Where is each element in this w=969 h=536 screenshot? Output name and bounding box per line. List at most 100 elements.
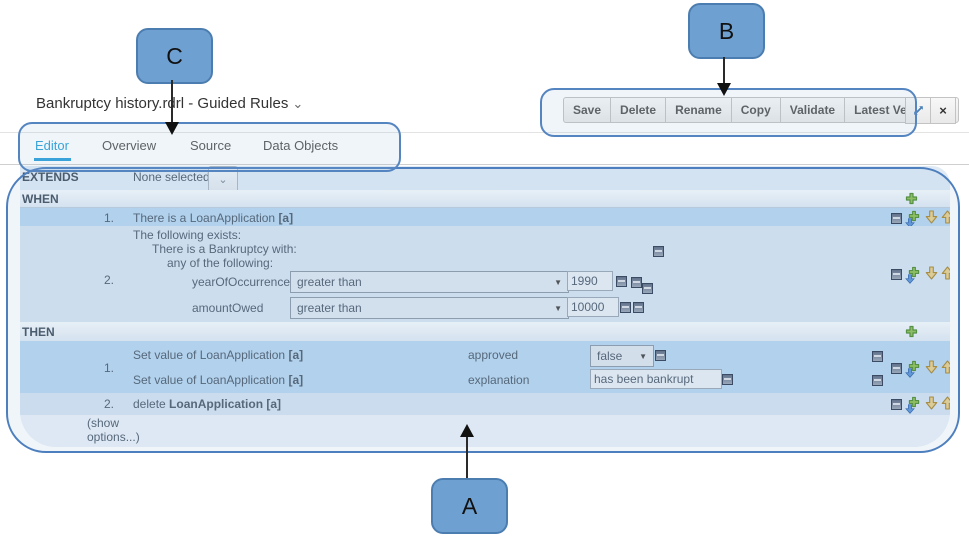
move-up-icon[interactable]	[941, 396, 950, 410]
move-down-icon[interactable]	[925, 210, 938, 224]
callout-c: C	[136, 28, 213, 84]
chevron-down-icon: ⌄	[218, 174, 228, 186]
copy-button[interactable]: Copy	[730, 97, 781, 123]
select-arrow-icon: ▼	[554, 303, 562, 313]
pattern-text: There is a LoanApplication [a]	[133, 211, 294, 225]
pattern-line: There is a Bankruptcy with:	[152, 242, 297, 256]
remove-row-icon[interactable]	[891, 213, 902, 224]
field-label: yearOfOccurrence	[192, 275, 291, 289]
remove-action-icon[interactable]	[872, 351, 883, 362]
extends-label: EXTENDS	[22, 170, 79, 184]
field-label: explanation	[468, 373, 530, 387]
action-text: delete LoanApplication [a]	[133, 397, 282, 411]
expand-icon	[912, 104, 925, 117]
then-header: THEN	[20, 322, 950, 342]
callout-a-arrowhead	[460, 424, 474, 437]
any-of-line: any of the following:	[167, 256, 274, 270]
tab-data-objects[interactable]: Data Objects	[263, 138, 339, 153]
row-number: 2.	[103, 397, 114, 411]
asset-title-text: Bankruptcy history.rdrl - Guided Rules	[36, 95, 289, 112]
action-text: Set value of LoanApplication [a]	[133, 373, 304, 387]
page-title: Bankruptcy history.rdrl - Guided Rules⌄	[36, 95, 303, 112]
header-divider	[0, 132, 969, 133]
row-actions	[891, 210, 950, 228]
show-options-row: (show options...)	[20, 415, 950, 447]
row-actions	[891, 266, 950, 284]
remove-field-icon[interactable]	[655, 350, 666, 361]
tab-editor[interactable]: Editor	[35, 138, 69, 153]
add-after-icon[interactable]	[905, 266, 922, 284]
delete-button[interactable]: Delete	[610, 97, 667, 123]
rename-button[interactable]: Rename	[665, 97, 732, 123]
row-actions	[891, 360, 950, 378]
move-down-icon[interactable]	[925, 396, 938, 410]
row-number: 1.	[103, 361, 114, 375]
move-up-icon[interactable]	[941, 360, 950, 374]
add-after-icon[interactable]	[905, 360, 922, 378]
when-row-2[interactable]: The following exists: There is a Bankrup…	[20, 226, 950, 322]
row-number: 1.	[103, 211, 114, 225]
remove-action-icon[interactable]	[872, 375, 883, 386]
field-label: approved	[468, 348, 519, 362]
expand-button[interactable]	[905, 97, 931, 124]
edit-constraint-icon[interactable]	[642, 283, 653, 294]
move-down-icon[interactable]	[925, 266, 938, 280]
value-input-amount[interactable]	[567, 297, 619, 317]
value-input-explanation[interactable]	[590, 369, 722, 389]
remove-row-icon[interactable]	[891, 269, 902, 280]
callout-a: A	[431, 478, 508, 534]
when-label: WHEN	[22, 192, 59, 206]
validate-button[interactable]: Validate	[779, 97, 846, 123]
remove-constraint-icon[interactable]	[620, 302, 631, 313]
select-arrow-icon: ▼	[554, 277, 562, 287]
remove-pattern-icon[interactable]	[653, 246, 664, 257]
add-after-icon[interactable]	[905, 210, 922, 228]
remove-row-icon[interactable]	[891, 399, 902, 410]
row-actions	[891, 396, 950, 414]
move-down-icon[interactable]	[925, 360, 938, 374]
row-number: 2.	[103, 273, 114, 287]
move-up-icon[interactable]	[941, 210, 950, 224]
select-arrow-icon: ▼	[639, 351, 647, 361]
toolbar-utility-group: ×	[905, 97, 956, 124]
active-tab-underline	[34, 158, 71, 161]
tab-source[interactable]: Source	[190, 138, 232, 153]
value-select-approved[interactable]: false ▼	[590, 345, 654, 367]
close-button[interactable]: ×	[930, 97, 956, 124]
toolbar: Save Delete Rename Copy Validate Latest …	[563, 97, 959, 123]
operator-select[interactable]: greater than ▼	[290, 271, 569, 293]
add-condition-icon[interactable]	[905, 192, 918, 205]
tab-overview[interactable]: Overview	[102, 138, 157, 153]
tabstrip-border	[0, 164, 969, 165]
add-after-icon[interactable]	[905, 396, 922, 414]
when-row-1[interactable]: 1. There is a LoanApplication [a]	[20, 208, 950, 228]
callout-b-arrowhead	[717, 83, 731, 96]
add-action-icon[interactable]	[905, 325, 918, 338]
callout-b: B	[688, 3, 765, 59]
title-caret-icon[interactable]: ⌄	[292, 96, 304, 111]
value-input-year[interactable]	[567, 271, 613, 291]
exists-line: The following exists:	[133, 228, 242, 242]
remove-row-icon[interactable]	[891, 363, 902, 374]
action-text: Set value of LoanApplication [a]	[133, 348, 304, 362]
then-row-2[interactable]: 2. delete LoanApplication [a]	[20, 393, 950, 415]
guided-rule-editor: EXTENDS None selected ⌄ WHEN 1. There is…	[20, 166, 950, 447]
when-header: WHEN	[20, 190, 950, 208]
extends-value: None selected	[133, 170, 210, 184]
remove-field-icon[interactable]	[722, 374, 733, 385]
show-options-link[interactable]: (show options...)	[87, 416, 140, 444]
callout-a-arrow-line	[466, 437, 468, 478]
remove-constraint-icon[interactable]	[616, 276, 627, 287]
move-up-icon[interactable]	[941, 266, 950, 280]
add-connective-icon[interactable]	[633, 302, 644, 313]
callout-c-arrowhead	[165, 122, 179, 135]
extends-row: EXTENDS None selected ⌄	[20, 166, 950, 193]
extends-dropdown-button[interactable]: ⌄	[208, 166, 238, 193]
then-row-1[interactable]: 1. Set value of LoanApplication [a] appr…	[20, 341, 950, 393]
operator-select[interactable]: greater than ▼	[290, 297, 569, 319]
then-label: THEN	[22, 325, 55, 339]
callout-c-arrow-line	[171, 80, 173, 122]
callout-b-arrow-line	[723, 57, 725, 83]
save-button[interactable]: Save	[563, 97, 612, 123]
add-connective-icon[interactable]	[631, 277, 642, 288]
